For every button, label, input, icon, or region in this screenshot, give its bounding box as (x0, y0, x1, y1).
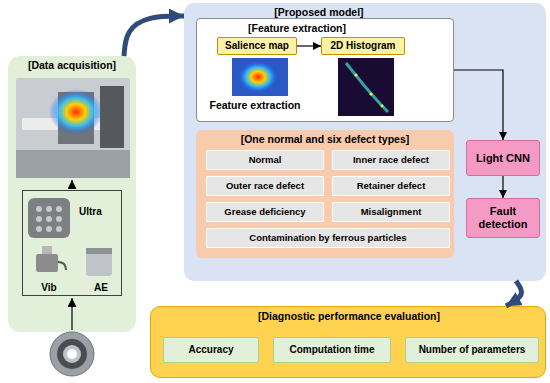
sensor-label: AE (81, 282, 121, 294)
panel-heading: [Diagnostic performance evaluation] (151, 307, 547, 322)
panel-heading: [One normal and six defect types] (196, 130, 454, 145)
sensor-element (46, 216, 52, 222)
panel-heading: [Proposed model] (184, 3, 454, 18)
sensor-element (36, 216, 42, 222)
process-box: Light CNN (466, 140, 540, 176)
panel-box: [Proposed model][Feature extraction] Feat… (184, 3, 546, 281)
panel-heading: [Data acquisition] (8, 56, 136, 71)
box-label: Computation time (290, 344, 375, 356)
test-rig-photo (16, 78, 130, 178)
histogram-peak (354, 73, 357, 76)
photo-ground (16, 78, 130, 178)
bearing-bore (67, 349, 77, 359)
flow-arrow (124, 16, 184, 56)
sensor-cap (86, 248, 112, 254)
ae-sensor (86, 248, 112, 276)
class-box: Normal (206, 150, 324, 170)
sensor-element (46, 226, 52, 232)
histogram-peak (381, 105, 384, 108)
box-label: Grease deficiency (224, 207, 305, 218)
process-box: Fault detection (466, 198, 540, 238)
sensor-element (56, 216, 62, 222)
box-label: Accuracy (188, 344, 233, 356)
class-box: Outer race defect (206, 176, 324, 196)
histogram-streak (346, 63, 388, 112)
map-heat (238, 61, 278, 93)
sensor-body (36, 254, 58, 272)
class-box: Retainer defect (332, 176, 450, 196)
sensor-body (28, 198, 70, 238)
box-label: Retainer defect (357, 181, 426, 192)
class-box: Inner race defect (332, 150, 450, 170)
flow-arrow (71, 298, 72, 330)
heat-spot (49, 89, 103, 135)
box-label: Inner race defect (353, 155, 429, 166)
box-label: Contamination by ferrous particles (249, 233, 406, 244)
process-box: 2D Histogram (321, 37, 405, 55)
panel-heading: [Feature extraction] (197, 19, 397, 34)
salience-map-image (232, 58, 288, 96)
flow-arrow (71, 180, 72, 189)
box-label: Fault detection (470, 205, 536, 230)
class-box: Contamination by ferrous particles (206, 228, 450, 248)
histogram-ground (338, 58, 394, 116)
sensor-connector (42, 246, 52, 254)
metric-box: Computation time (273, 337, 391, 363)
connector-arrow (297, 45, 321, 46)
bearing-balls (57, 339, 87, 369)
box-label: Misalignment (361, 207, 422, 218)
bearing-photo (50, 332, 94, 376)
sub-panel: [One normal and six defect types] Normal I… (196, 130, 454, 258)
box-label: Salience map (225, 40, 289, 52)
box-label: Normal (249, 155, 282, 166)
box-label: 2D Histogram (330, 40, 395, 52)
ultrasonic-sensor (28, 198, 70, 238)
class-box: Grease deficiency (206, 202, 324, 222)
metric-box: Accuracy (163, 337, 259, 363)
sensor-element (36, 226, 42, 232)
sensor-element (56, 226, 62, 232)
sensor-element (56, 206, 62, 212)
rig-motor (100, 86, 124, 148)
sensor-element (46, 206, 52, 212)
panel-heading: Feature extraction (209, 99, 301, 111)
flow-arrow (506, 281, 521, 306)
box-label: Number of parameters (419, 344, 526, 356)
histogram-image (338, 58, 394, 116)
bearing-inner (63, 345, 81, 363)
rig-base (16, 150, 130, 178)
process-box: Salience map (217, 37, 297, 55)
box-label: Outer race defect (226, 181, 304, 192)
map-ground (232, 58, 288, 96)
sensor-label: Ultra (79, 206, 121, 218)
sensor-body (86, 248, 112, 276)
connector-arrow (502, 176, 503, 198)
histogram-peak (369, 92, 372, 95)
sensor-element (36, 206, 42, 212)
bearing-outer (50, 332, 94, 376)
metric-box: Number of parameters (405, 337, 539, 363)
class-box: Misalignment (332, 202, 450, 222)
sensor-label: Vib (29, 282, 69, 294)
box-label: Light CNN (476, 152, 530, 165)
panel-box: [Diagnostic performance evaluation] Accur… (150, 306, 546, 378)
